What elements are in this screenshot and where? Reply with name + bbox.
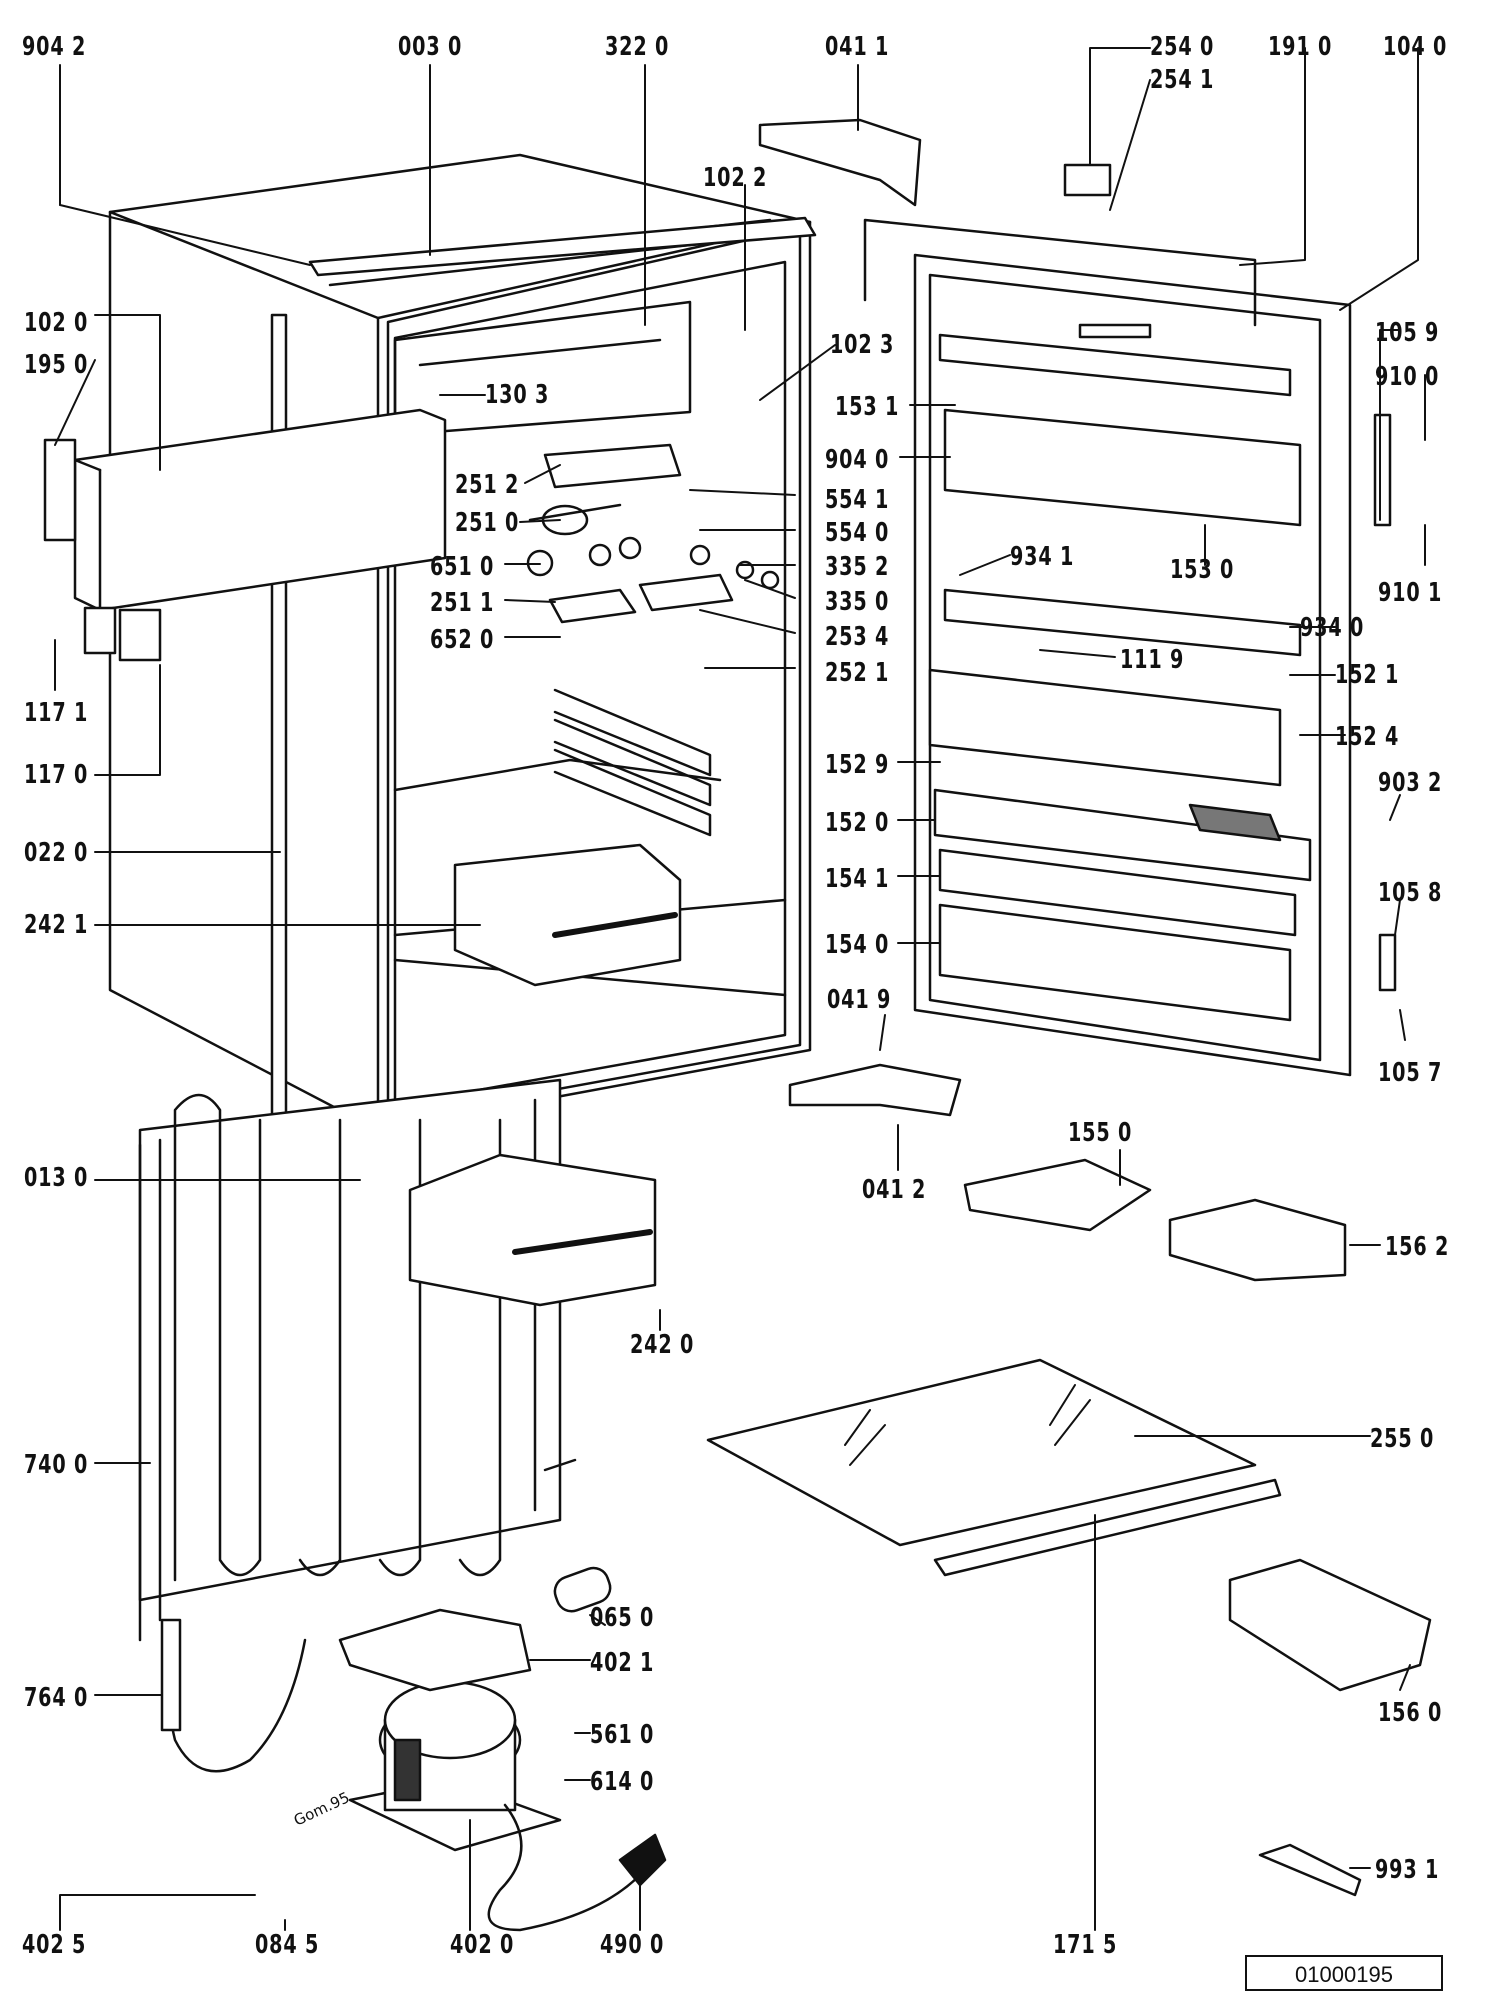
ice-scraper [1258, 1843, 1362, 1897]
part-label: 242 0 [630, 1330, 695, 1360]
part-label: 102 2 [703, 163, 768, 193]
part-label: 130 3 [485, 380, 550, 410]
part-label: 651 0 [430, 552, 495, 582]
part-label: 041 9 [827, 985, 892, 1015]
part-label: 554 1 [825, 485, 890, 515]
part-label: 013 0 [24, 1163, 89, 1193]
part-label: 152 0 [825, 808, 890, 838]
bottom-hinge [788, 1063, 962, 1117]
part-label: 652 0 [430, 625, 495, 655]
part-label: 402 1 [590, 1648, 655, 1678]
part-label: 993 1 [1375, 1855, 1440, 1885]
part-label: 251 0 [455, 508, 520, 538]
part-label: 171 5 [1053, 1930, 1118, 1960]
part-label: 105 9 [1375, 318, 1440, 348]
part-label: 155 0 [1068, 1118, 1133, 1148]
part-label: 117 0 [24, 760, 89, 790]
part-label: 335 0 [825, 587, 890, 617]
part-label: 104 0 [1383, 32, 1448, 62]
part-label: 154 0 [825, 930, 890, 960]
part-label: 242 1 [24, 910, 89, 940]
part-label: 102 0 [24, 308, 89, 338]
part-label: 153 0 [1170, 555, 1235, 585]
part-label: 903 2 [1378, 768, 1443, 798]
part-label: 934 1 [1010, 542, 1075, 572]
part-label: 614 0 [590, 1767, 655, 1797]
part-label: 490 0 [600, 1930, 665, 1960]
door [863, 218, 1352, 1282]
part-label: 152 4 [1335, 722, 1400, 752]
part-label: 561 0 [590, 1720, 655, 1750]
leader-lines [54, 47, 1426, 1931]
crisper-drawer [408, 1153, 657, 1307]
part-label: 253 4 [825, 622, 890, 652]
part-label: 022 0 [24, 838, 89, 868]
part-label: 934 0 [1300, 613, 1365, 643]
ice-tray [1228, 1558, 1432, 1692]
compressor [160, 1566, 667, 1932]
part-label: 195 0 [24, 350, 89, 380]
part-label: 254 0 [1150, 32, 1215, 62]
part-label: 003 0 [398, 32, 463, 62]
glass-shelf [706, 1358, 1282, 1577]
part-label: 910 0 [1375, 362, 1440, 392]
cabinet-body [43, 153, 817, 1152]
part-label: 402 0 [450, 1930, 515, 1960]
part-label: 041 2 [862, 1175, 927, 1205]
part-label: 065 0 [590, 1603, 655, 1633]
part-label: 152 1 [1335, 660, 1400, 690]
part-label: 764 0 [24, 1683, 89, 1713]
part-label: 105 8 [1378, 878, 1443, 908]
part-label: 251 1 [430, 588, 495, 618]
part-label: 910 1 [1378, 578, 1443, 608]
part-label: 111 9 [1120, 645, 1185, 675]
part-label: 041 1 [825, 32, 890, 62]
part-label: 335 2 [825, 552, 890, 582]
part-label: 254 1 [1150, 65, 1215, 95]
part-label: 102 3 [830, 330, 895, 360]
top-hinge [758, 118, 922, 207]
part-label: 904 0 [825, 445, 890, 475]
part-label: 554 0 [825, 518, 890, 548]
part-label: 251 2 [455, 470, 520, 500]
part-label: 904 2 [22, 32, 87, 62]
part-label: 152 9 [825, 750, 890, 780]
part-label: 402 5 [22, 1930, 87, 1960]
reference-code-box: 01000195 [1245, 1955, 1443, 1991]
part-label: 153 1 [835, 392, 900, 422]
part-label: 105 7 [1378, 1058, 1443, 1088]
part-label: 156 2 [1385, 1232, 1450, 1262]
part-label: 252 1 [825, 658, 890, 688]
part-label: 740 0 [24, 1450, 89, 1480]
part-label: 084 5 [255, 1930, 320, 1960]
part-label: 191 0 [1268, 32, 1333, 62]
part-label: 255 0 [1370, 1424, 1435, 1454]
part-label: 156 0 [1378, 1698, 1443, 1728]
part-label: 117 1 [24, 698, 89, 728]
part-label: 322 0 [605, 32, 670, 62]
part-label: 154 1 [825, 864, 890, 894]
